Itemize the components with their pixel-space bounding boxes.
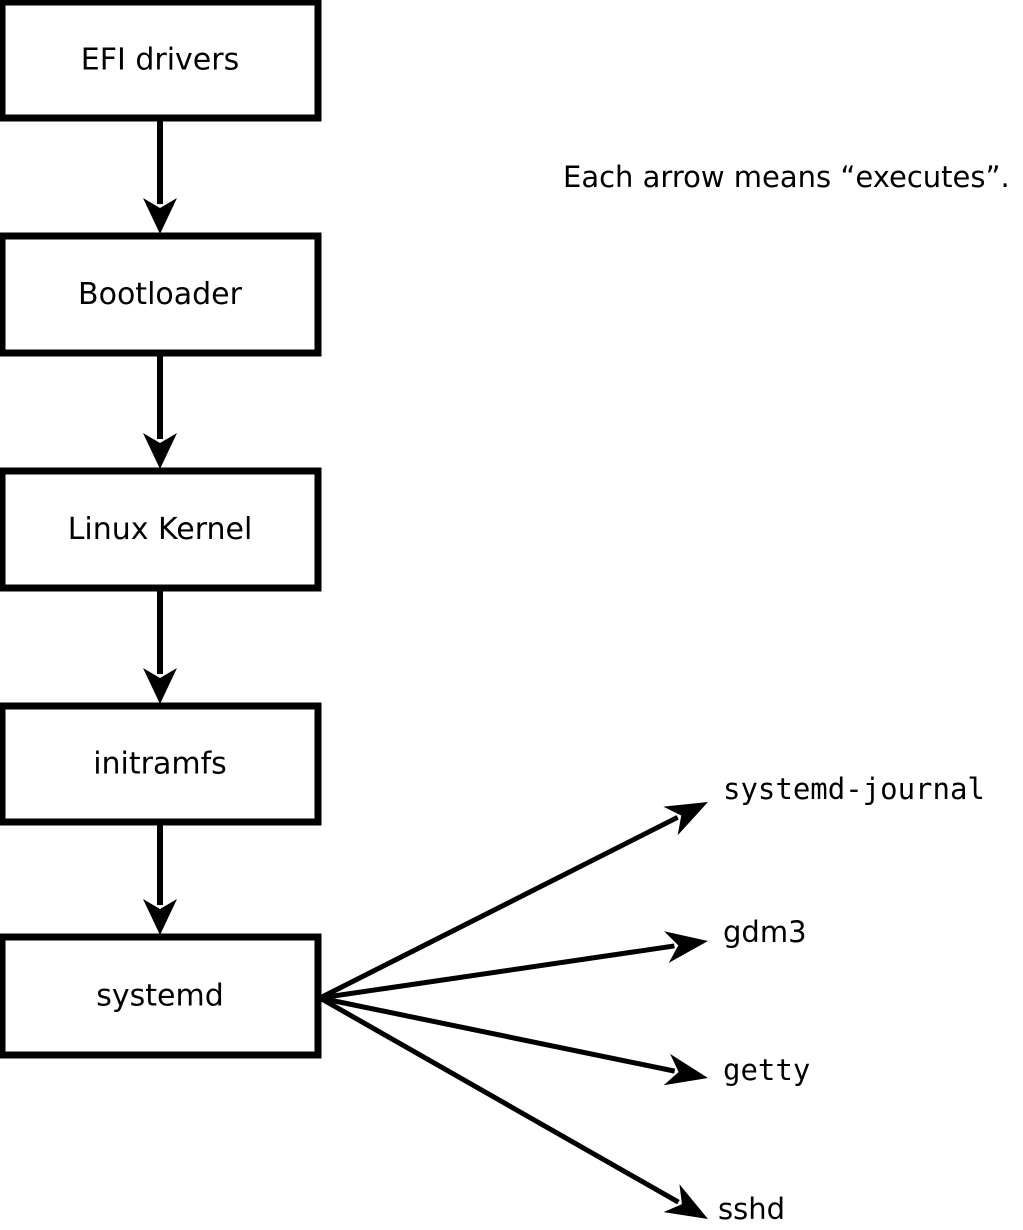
node-box-systemd[interactable] <box>0 933 322 1059</box>
arrow-head-icon-efi-to-bootloader <box>143 198 177 234</box>
node-systemd[interactable]: systemd <box>0 933 322 1059</box>
leaf-label-gdm3: gdm3 <box>723 915 807 949</box>
edge-efi-to-bootloader <box>143 118 177 234</box>
arrow-head-icon-sshd <box>663 1184 708 1219</box>
fan-edge-getty <box>319 995 708 1086</box>
edge-kernel-to-initramfs <box>143 588 177 704</box>
fan-edge-line-sshd <box>318 995 680 1205</box>
node-label-systemd: systemd <box>96 979 224 1014</box>
arrow-head-icon-initramfs-to-systemd <box>143 899 177 935</box>
arrow-head-icon-bootloader-to-kernel <box>143 433 177 469</box>
leaf-label-systemd-journal: systemd-journal <box>723 772 985 806</box>
node-box-linux-kernel[interactable] <box>0 467 322 592</box>
fan-labels-layer: systemd-journal gdm3 getty sshd <box>718 772 985 1226</box>
fan-edge-gdm3 <box>319 931 708 1001</box>
node-box-bootloader[interactable] <box>0 232 322 357</box>
fan-edge-line-gdm3 <box>319 943 675 1001</box>
node-initramfs[interactable]: initramfs <box>0 702 322 826</box>
fan-edge-sshd <box>318 995 708 1219</box>
arrow-head-icon-gdm3 <box>664 931 708 963</box>
node-linux-kernel[interactable]: Linux Kernel <box>0 467 322 592</box>
diagram-caption: Each arrow means “executes”. <box>563 160 1010 194</box>
edge-bootloader-to-kernel <box>143 353 177 469</box>
node-label-linux-kernel: Linux Kernel <box>68 512 253 547</box>
node-box-initramfs[interactable] <box>0 702 322 826</box>
fan-edge-line-getty <box>319 995 676 1074</box>
fan-edge-line-systemd-journal <box>318 815 679 1001</box>
node-label-initramfs: initramfs <box>93 747 227 782</box>
leaf-label-getty: getty <box>723 1053 810 1087</box>
node-label-efi-drivers: EFI drivers <box>81 43 239 78</box>
leaf-label-sshd: sshd <box>718 1192 785 1226</box>
edge-initramfs-to-systemd <box>143 822 177 935</box>
node-efi-drivers[interactable]: EFI drivers <box>0 0 322 122</box>
node-label-bootloader: Bootloader <box>78 277 243 312</box>
arrow-head-icon-systemd-journal <box>663 802 708 836</box>
chain-edges-layer <box>143 118 177 935</box>
fan-edges-layer <box>318 802 708 1219</box>
node-bootloader[interactable]: Bootloader <box>0 232 322 357</box>
node-box-efi-drivers[interactable] <box>0 0 322 122</box>
arrow-head-icon-getty <box>663 1053 708 1086</box>
fan-edge-systemd-journal <box>318 802 708 1001</box>
arrow-head-icon-kernel-to-initramfs <box>143 668 177 704</box>
